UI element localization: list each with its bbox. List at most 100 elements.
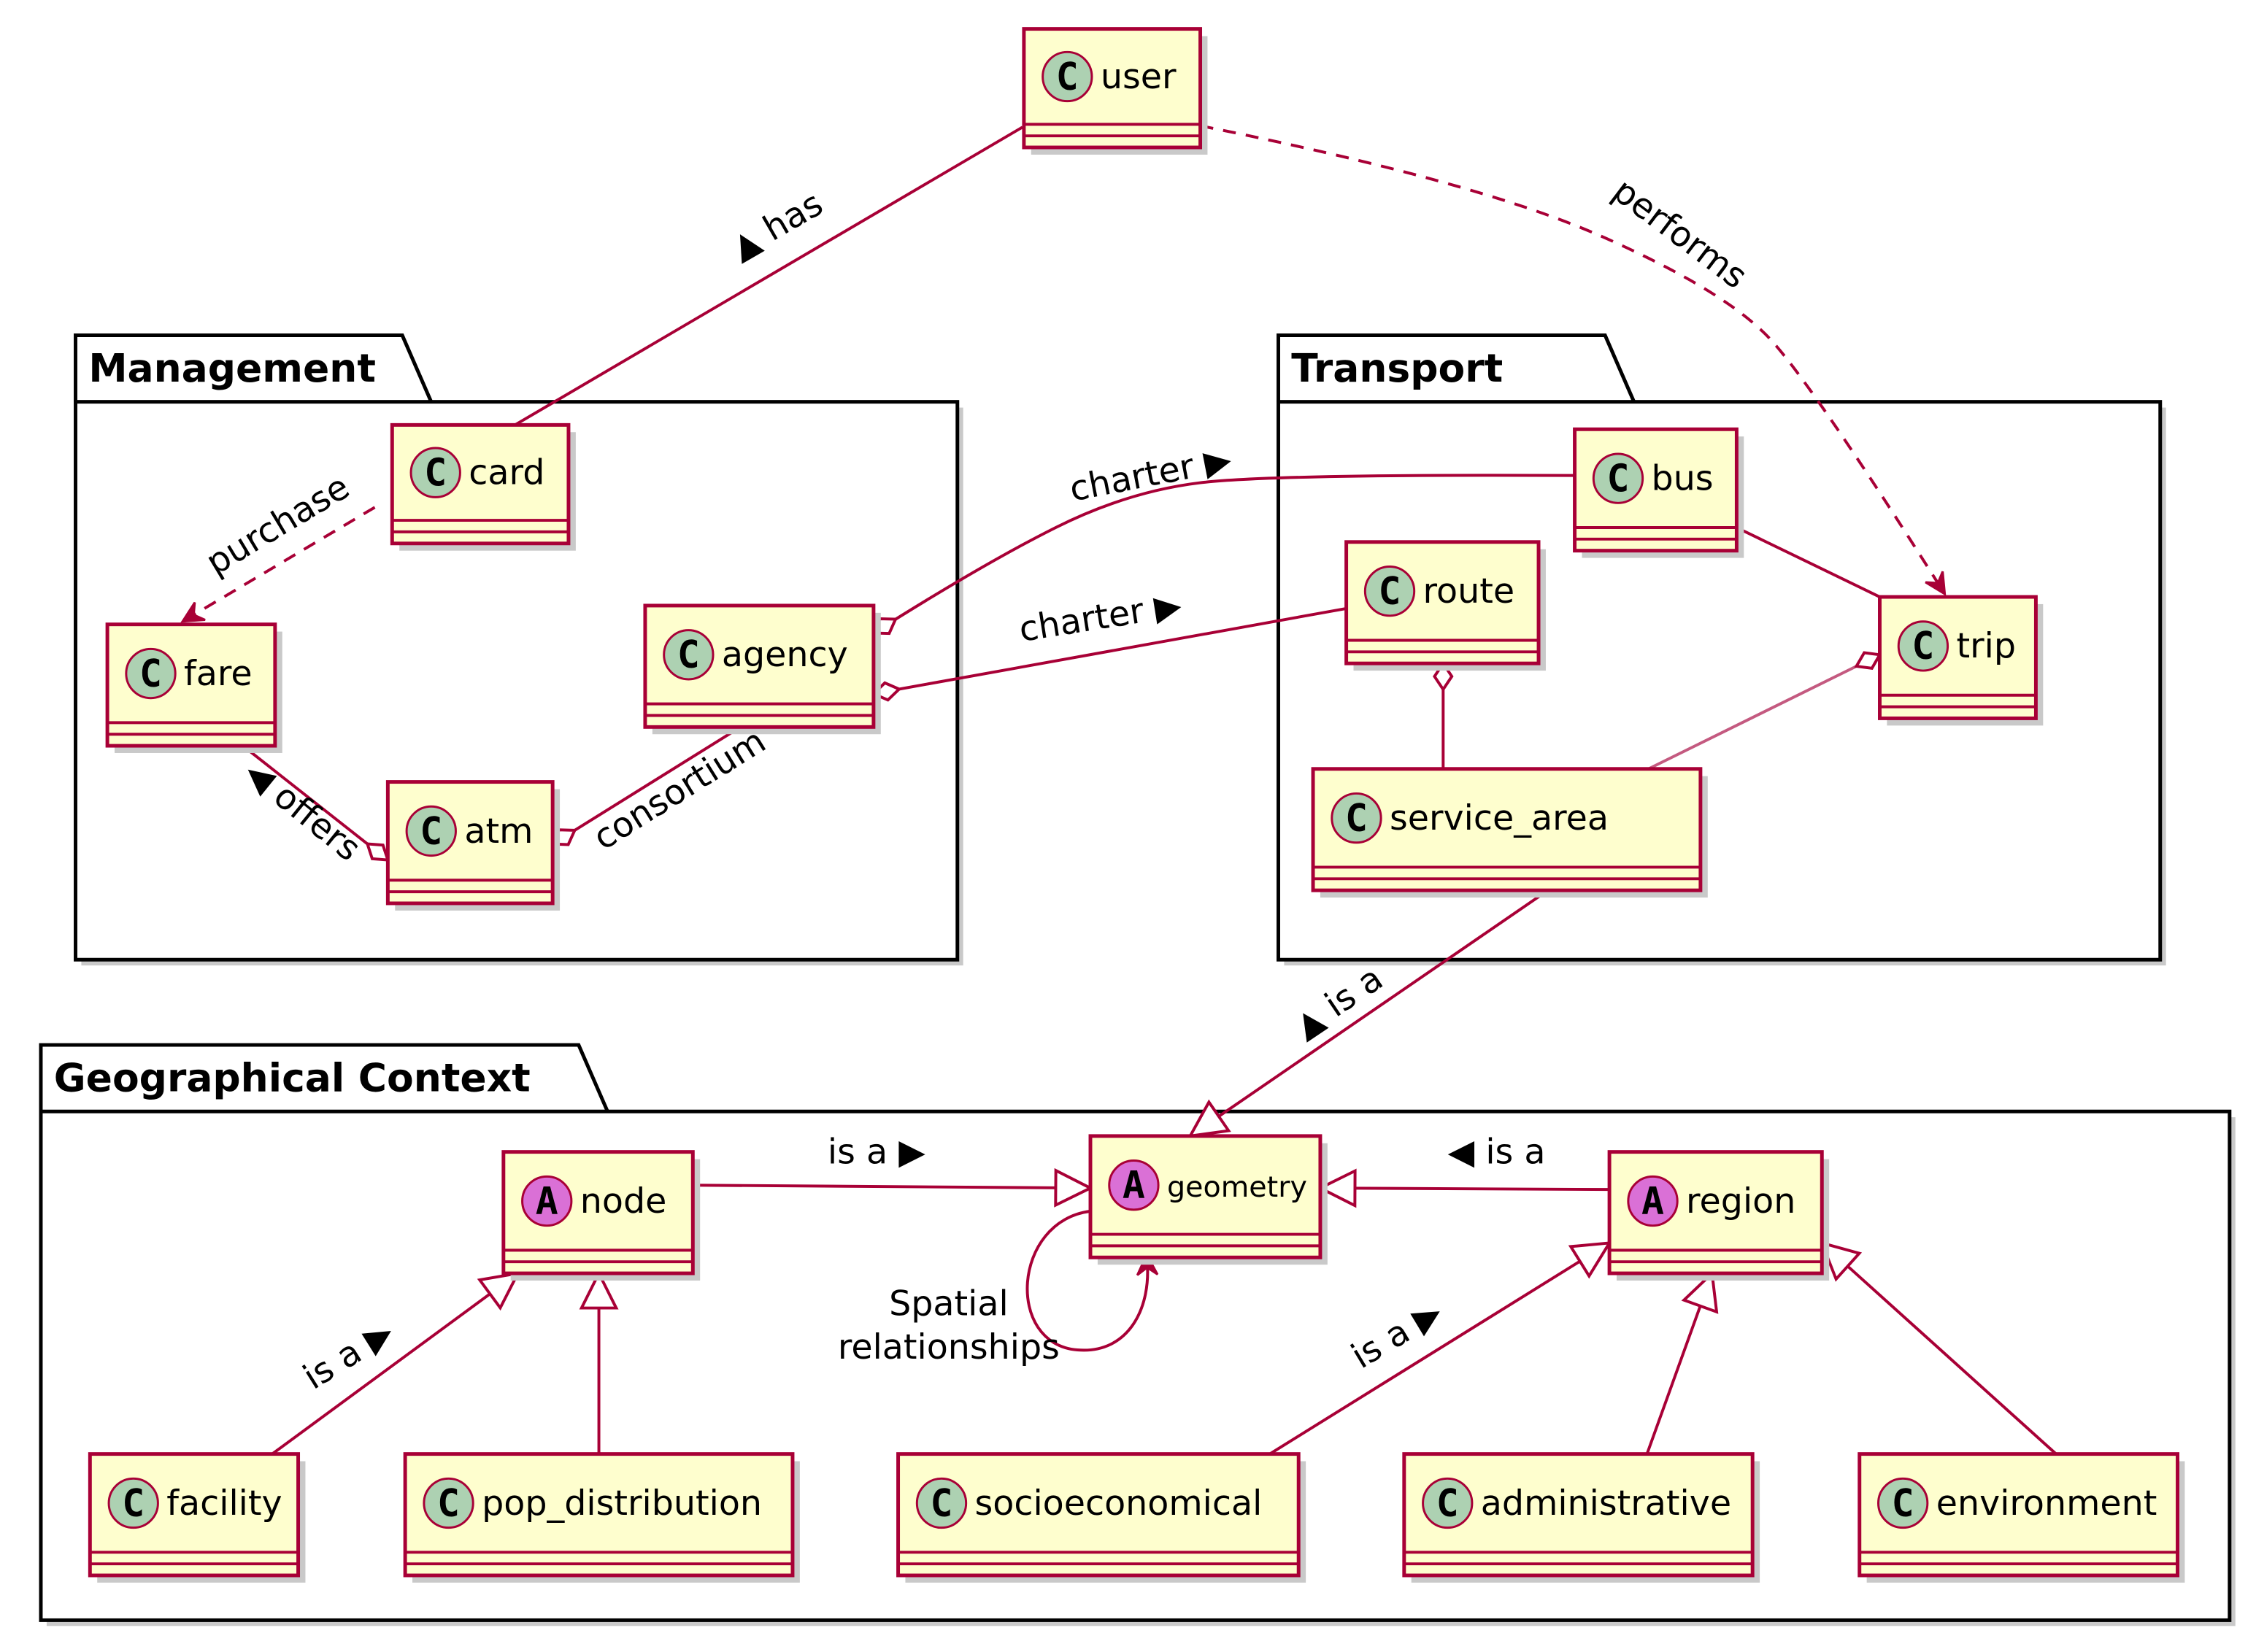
stereotype-letter: C — [139, 652, 162, 696]
class-stereotype-icon — [409, 447, 461, 498]
stereotype-letter: C — [1345, 797, 1368, 841]
stereotype-letter: C — [1379, 570, 1401, 614]
stereotype-letter: C — [420, 810, 442, 854]
package-tab — [1277, 333, 1636, 403]
class-name: geometry — [1167, 1170, 1307, 1204]
generalization-head — [1681, 1270, 1719, 1314]
class-name: card — [469, 453, 544, 493]
class-stereotype-icon — [107, 1477, 159, 1529]
relation-label: ◀ is a — [1448, 1132, 1546, 1173]
relation-line — [244, 746, 389, 862]
relation-line — [552, 725, 742, 846]
stereotype-letter: C — [1892, 1482, 1914, 1526]
stereotype-letter: C — [437, 1482, 460, 1526]
relation-administrative-region — [1645, 1270, 1719, 1455]
class-name: atm — [464, 811, 533, 852]
class-name: socioeconomical — [975, 1483, 1263, 1524]
relation-line — [1320, 1186, 1610, 1192]
arrow-head — [1136, 1251, 1159, 1276]
relation-label: charter ▶ — [1066, 439, 1235, 510]
class-stereotype-icon — [663, 629, 715, 681]
class-name: user — [1101, 57, 1177, 97]
stereotype-letter: C — [1436, 1482, 1459, 1526]
stereotype-letter: A — [1123, 1164, 1145, 1208]
stereotype-letter: C — [677, 633, 700, 677]
class-name: agency — [722, 635, 848, 675]
class-name: facility — [166, 1483, 282, 1524]
package-tab — [74, 333, 434, 403]
aggregation-diamond — [365, 842, 390, 862]
stereotype-letter: C — [1606, 457, 1629, 501]
class-stereotype-icon — [1042, 50, 1093, 103]
relation-pop_distribution-node — [579, 1270, 619, 1454]
abstract-stereotype-icon — [1627, 1175, 1679, 1227]
class-stereotype-icon — [1363, 565, 1416, 617]
class-name: trip — [1956, 626, 2016, 666]
class-name: pop_distribution — [482, 1483, 762, 1524]
generalization-head — [477, 1271, 521, 1311]
relation-line — [1820, 1241, 2057, 1456]
relation-line — [693, 1184, 1091, 1190]
relation-region-geometry: ◀ is a — [1317, 1132, 1610, 1208]
package-title: Management — [88, 345, 376, 391]
relation-label: performs — [1605, 171, 1754, 297]
generalization-head — [1317, 1168, 1357, 1208]
aggregation-diamond — [1854, 651, 1882, 670]
stereotype-letter: A — [536, 1180, 558, 1224]
abstract-stereotype-icon — [521, 1175, 573, 1227]
class-name: administrative — [1481, 1483, 1731, 1524]
class-name: route — [1423, 571, 1515, 611]
class-name: service_area — [1390, 798, 1609, 838]
relation-line — [514, 126, 1023, 427]
class-stereotype-icon — [423, 1477, 474, 1529]
class-stereotype-icon — [1877, 1477, 1929, 1529]
stereotype-letter: A — [1641, 1180, 1664, 1224]
stereotype-letter: C — [122, 1482, 145, 1526]
relation-line — [873, 606, 1347, 695]
class-name: environment — [1936, 1483, 2157, 1524]
relation-line — [872, 474, 1575, 635]
relation-bus-trip — [1736, 526, 1881, 598]
class-stereotype-icon — [1897, 620, 1949, 672]
class-name: region — [1686, 1181, 1795, 1221]
relation-line — [271, 1272, 519, 1456]
class-name: node — [580, 1181, 667, 1221]
class-stereotype-icon — [405, 805, 457, 857]
class-box — [896, 1452, 1301, 1578]
self-loop — [1025, 1209, 1150, 1352]
generalization-head — [1568, 1241, 1612, 1279]
stereotype-letter: C — [930, 1482, 952, 1526]
class-stereotype-icon — [1422, 1477, 1474, 1529]
stereotype-letter: C — [1912, 625, 1934, 668]
generalization-head — [579, 1270, 619, 1310]
generalization-head — [1054, 1167, 1094, 1208]
class-stereotype-icon — [915, 1477, 968, 1529]
generalization-head — [1187, 1099, 1231, 1138]
relation-line — [1189, 887, 1552, 1138]
class-stereotype-icon — [125, 647, 177, 700]
class-stereotype-icon — [1331, 792, 1382, 844]
class-box — [1022, 27, 1203, 150]
relation-label: ▲ has — [724, 184, 830, 268]
relation-line — [182, 506, 376, 623]
class-stereotype-icon — [1592, 452, 1644, 504]
